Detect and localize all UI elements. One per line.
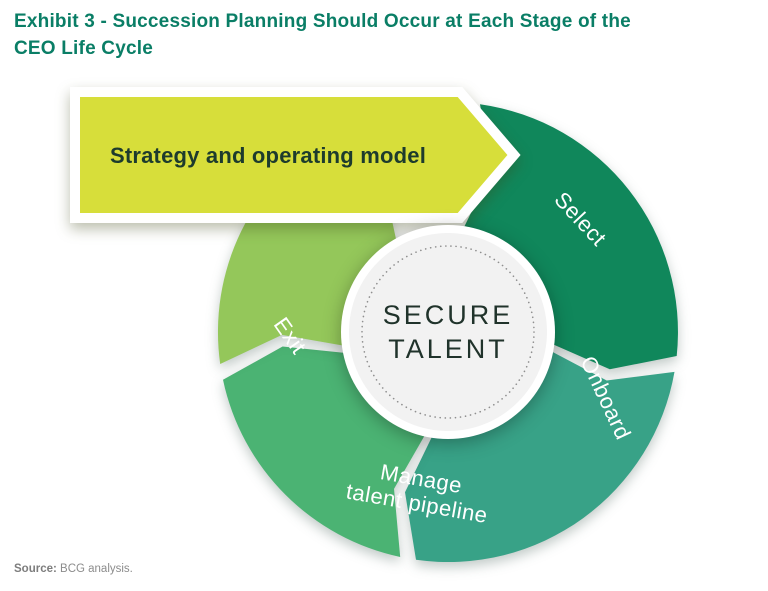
strategy-banner-arrow	[70, 87, 521, 223]
source-label: Source:	[14, 563, 57, 575]
hub-dotted-border	[361, 245, 535, 419]
strategy-banner-label: Strategy and operating model	[110, 143, 426, 168]
hub-label-line2: TALENT	[388, 334, 508, 364]
hub-label-line1: SECURE	[383, 300, 514, 330]
source-text: BCG analysis.	[56, 563, 133, 575]
exhibit-title: Exhibit 3 - Succession Planning Should O…	[14, 11, 631, 59]
segment-select-shape	[462, 104, 678, 370]
segment-manage-shape	[223, 346, 427, 557]
source-note: Source: BCG analysis.	[14, 563, 133, 575]
hub-inner-disc	[349, 233, 547, 431]
secure-talent-hub: SECURE TALENT	[341, 225, 555, 439]
segment-onboard-shape	[405, 349, 675, 563]
